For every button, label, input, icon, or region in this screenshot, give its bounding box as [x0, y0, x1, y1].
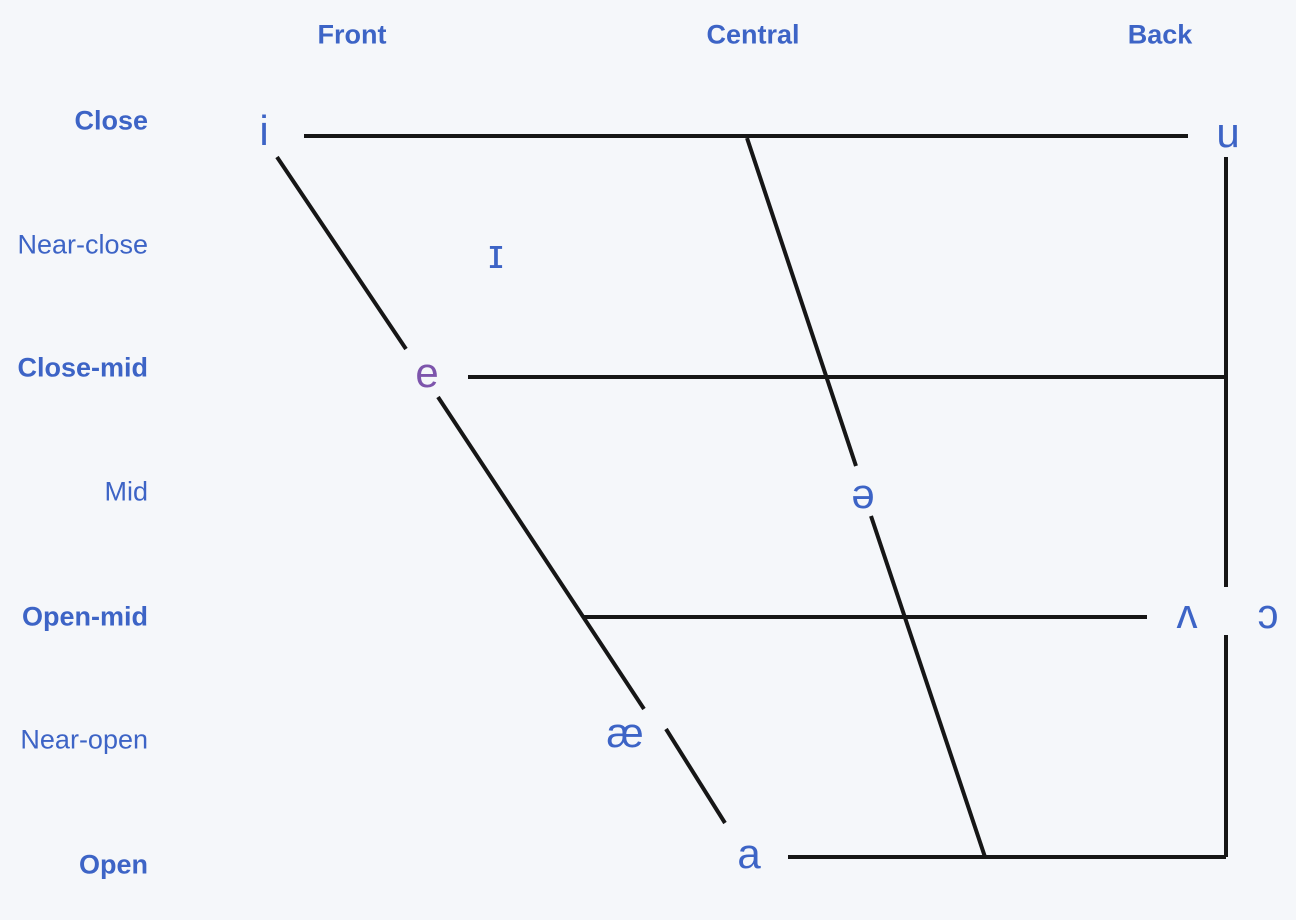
column-header-central: Central — [706, 19, 800, 50]
vowel-ash[interactable]: æ — [606, 709, 644, 756]
row-label-close: Close — [74, 105, 148, 136]
row-label-open-mid: Open-mid — [22, 601, 148, 632]
row-label-near-close: Near-close — [17, 229, 148, 260]
row-label-close-mid: Close-mid — [17, 352, 148, 383]
vowel-u[interactable]: u — [1216, 109, 1240, 156]
vowel-i[interactable]: i — [259, 107, 269, 154]
vowel-open-o[interactable]: ɔ — [1257, 590, 1279, 637]
vowel-schwa[interactable]: ə — [851, 470, 875, 517]
central-line-upper — [745, 137, 858, 467]
vowel-e-selected[interactable]: e — [415, 349, 439, 396]
vowel-turned-v[interactable]: ʌ — [1176, 590, 1198, 637]
front-edge-line-middle — [436, 395, 646, 711]
column-header-front: Front — [317, 19, 387, 50]
vowel-a[interactable]: a — [737, 830, 761, 877]
row-label-near-open: Near-open — [20, 724, 148, 755]
row-label-mid: Mid — [104, 476, 148, 507]
vowel-small-cap-i[interactable]: ɪ — [488, 230, 504, 277]
front-edge-line-upper — [275, 155, 408, 351]
central-line-lower — [869, 515, 987, 858]
front-edge-line-lower — [664, 727, 727, 825]
row-label-open: Open — [78, 849, 148, 880]
column-header-back: Back — [1127, 19, 1193, 50]
